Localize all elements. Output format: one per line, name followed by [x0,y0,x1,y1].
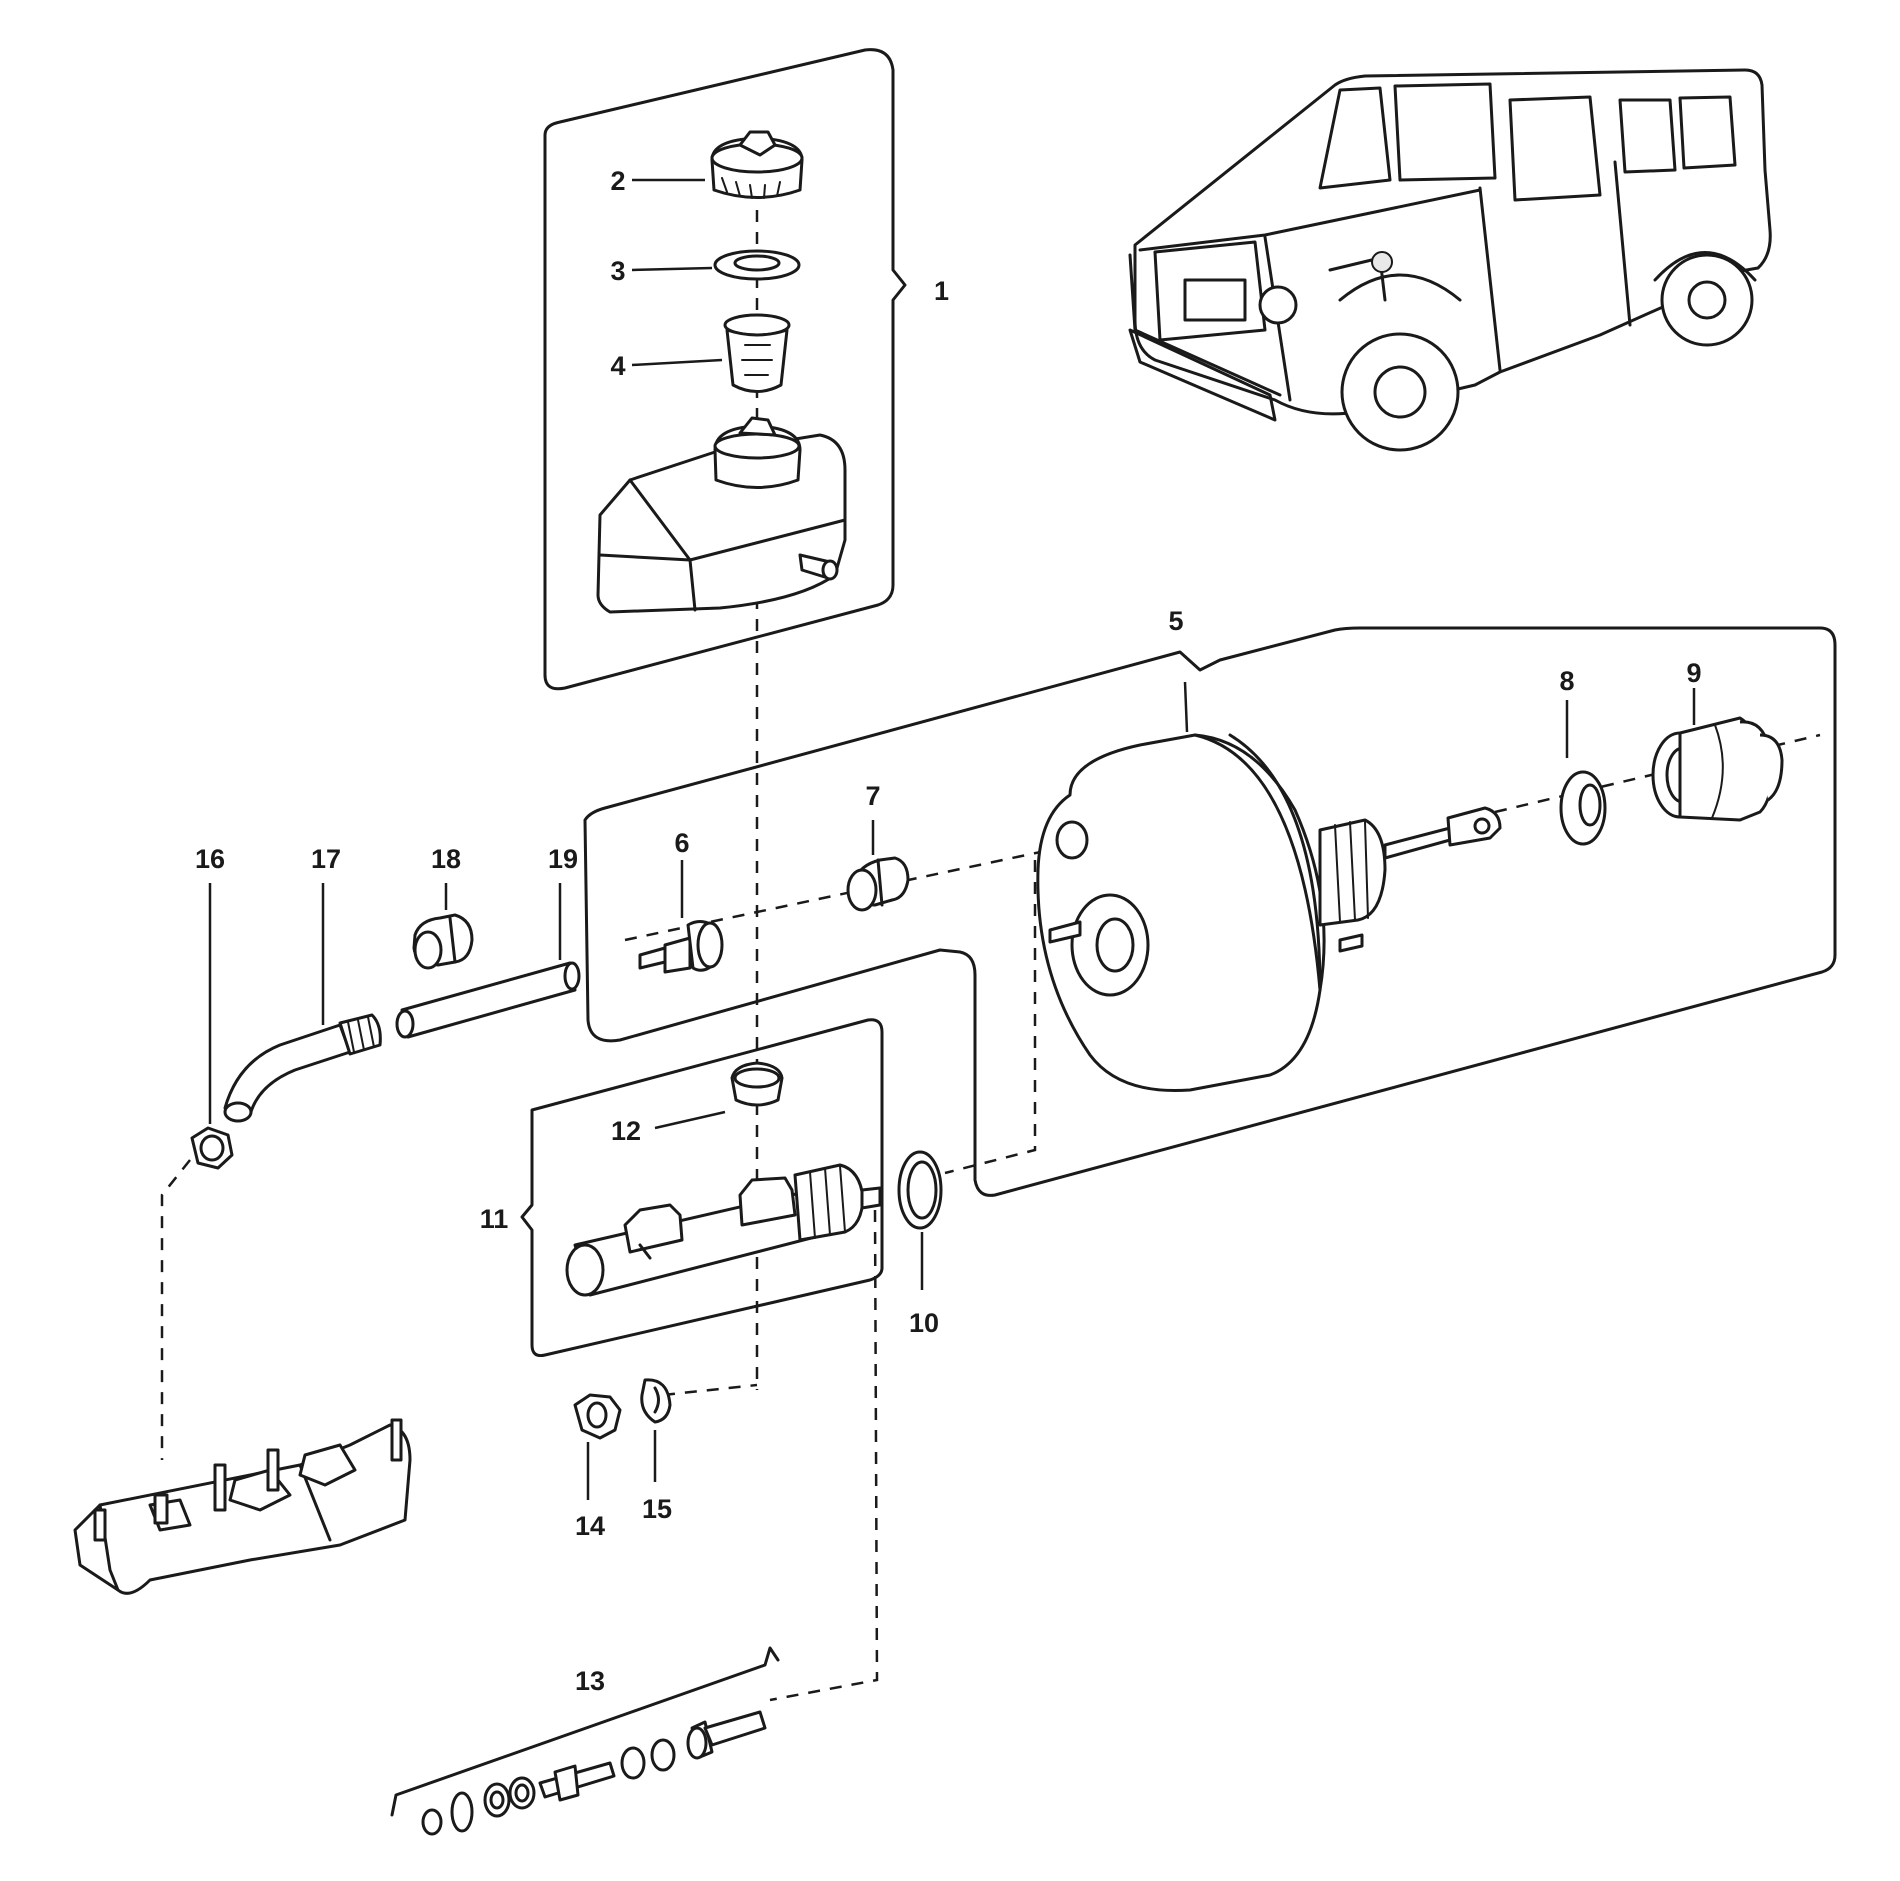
callout-9: 9 [1686,658,1701,688]
brake-booster-5[interactable] [1036,733,1502,1093]
callout-2: 2 [610,166,625,196]
washer-15[interactable] [640,1378,672,1424]
brake-booster-group-frame [583,626,1837,1197]
seal-ring-8[interactable] [1559,770,1607,846]
leader-12 [654,1110,726,1130]
axis-pipe-to-manifold [160,1159,191,1460]
repair-kit-13[interactable] [421,1710,767,1836]
seal-ring-3[interactable] [713,249,801,281]
callout-18: 18 [431,844,461,874]
callout-5: 5 [1168,606,1183,636]
reservoir-tank[interactable] [596,416,847,614]
vehicle-illustration [1128,68,1772,452]
callout-8: 8 [1559,666,1574,696]
axis-master-cylinder-to-kit [769,1209,879,1702]
repair-kit-bracket [390,1646,780,1817]
callout-6: 6 [674,828,689,858]
callout-10: 10 [909,1308,939,1338]
axis-booster-rod [944,860,1037,1175]
boot-9[interactable] [1651,716,1784,822]
callout-17: 17 [311,844,341,874]
reservoir-group-frame [543,48,907,691]
strainer-4[interactable] [723,313,791,393]
callout-12: 12 [611,1116,641,1146]
vacuum-hose-19[interactable] [395,961,581,1039]
callout-15: 15 [642,1494,672,1524]
axis-booster-rear [1494,733,1821,814]
callout-16: 16 [195,844,225,874]
nut-14[interactable] [573,1393,622,1440]
callout-19: 19 [548,844,578,874]
callout-4: 4 [610,351,625,381]
reservoir-cap-2[interactable] [710,130,804,199]
grommet-18[interactable] [412,913,474,970]
callout-11: 11 [480,1204,509,1234]
callout-7: 7 [865,781,880,811]
reservoir-grommet-12[interactable] [730,1061,784,1107]
check-valve-6[interactable] [638,920,724,974]
leader-5 [1183,681,1189,733]
axis-washer-15 [662,1383,758,1397]
callout-13: 13 [575,1666,605,1696]
callout-1: 1 [934,276,949,306]
clamp-16[interactable] [190,1126,234,1170]
callout-3: 3 [610,256,625,286]
master-cylinder-11[interactable] [565,1163,882,1297]
leader-3 [631,266,713,272]
elbow-hose-17[interactable] [223,1013,382,1123]
intake-manifold [73,1418,412,1595]
callout-14: 14 [575,1511,605,1541]
leader-4 [631,358,723,367]
grommet-7[interactable] [846,856,910,912]
o-ring-10[interactable] [897,1150,943,1230]
